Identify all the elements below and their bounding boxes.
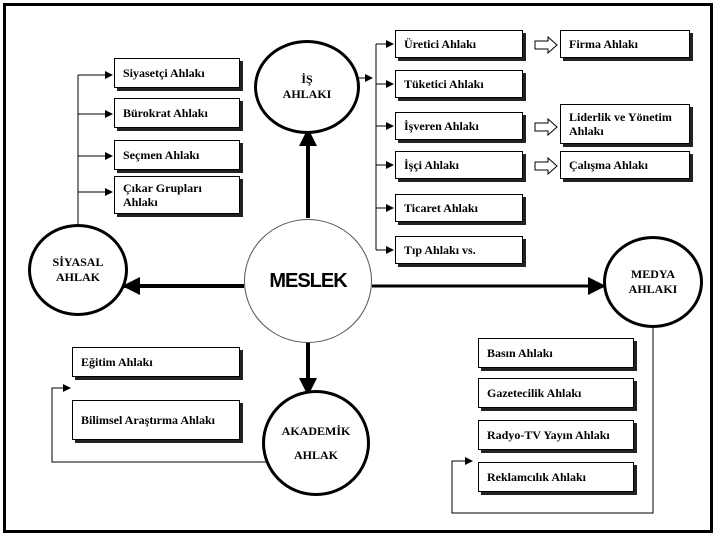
akademik-item-label: Eğitim Ahlakı bbox=[81, 355, 153, 369]
medya-item-label: Radyo-TV Yayın Ahlakı bbox=[487, 428, 610, 442]
medya-item-label: Reklamcılık Ahlakı bbox=[487, 470, 587, 484]
is-item: İşveren Ahlakı bbox=[395, 112, 523, 140]
siyasal-bracket bbox=[77, 71, 113, 228]
siyasal-item: Bürokrat Ahlakı bbox=[114, 98, 240, 128]
siyasal-item-label: Siyasetçi Ahlakı bbox=[123, 66, 205, 80]
is-bracket bbox=[356, 40, 394, 254]
siyasal-item-label: Bürokrat Ahlakı bbox=[123, 106, 208, 120]
medya-node-line2: AHLAKI bbox=[628, 282, 678, 296]
is-item-label: İşçi Ahlakı bbox=[404, 158, 460, 172]
is-item-label: Tüketici Ahlakı bbox=[404, 77, 484, 91]
is-related-label: Firma Ahlakı bbox=[569, 37, 639, 51]
is-related-item: Liderlik ve Yönetim Ahlakı bbox=[560, 104, 690, 144]
akademik-loop bbox=[51, 384, 266, 463]
akademik-item: Bilimsel Araştırma Ahlakı bbox=[72, 400, 240, 440]
medya-ahlaki-node: MEDYA AHLAKI bbox=[603, 236, 703, 328]
akademik-item-label: Bilimsel Araştırma Ahlakı bbox=[81, 413, 216, 427]
siyasal-item-label: Çıkar Grupları Ahlakı bbox=[123, 181, 202, 209]
siyasal-item-label: Seçmen Ahlakı bbox=[123, 148, 200, 162]
akademik-node-line2: AHLAK bbox=[293, 448, 338, 462]
medya-item: Reklamcılık Ahlakı bbox=[478, 462, 634, 492]
is-node-line1: İŞ bbox=[301, 72, 313, 86]
is-related-label: Çalışma Ahlakı bbox=[569, 158, 649, 172]
is-related-item: Firma Ahlakı bbox=[560, 30, 690, 58]
medya-node-line1: MEDYA bbox=[630, 267, 676, 281]
meslek-label: MESLEK bbox=[269, 269, 347, 292]
siyasal-item: Seçmen Ahlakı bbox=[114, 140, 240, 170]
is-item: Ticaret Ahlakı bbox=[395, 194, 523, 222]
is-item: Tüketici Ahlakı bbox=[395, 70, 523, 98]
siyasal-item: Çıkar Grupları Ahlakı bbox=[114, 176, 240, 214]
medya-item: Gazetecilik Ahlakı bbox=[478, 378, 634, 408]
is-item-label: Tıp Ahlakı vs. bbox=[404, 243, 476, 257]
is-item: İşçi Ahlakı bbox=[395, 151, 523, 179]
is-item-label: Ticaret Ahlakı bbox=[404, 201, 478, 215]
is-item-label: İşveren Ahlakı bbox=[404, 119, 479, 133]
akademik-node-line1: AKADEMİK bbox=[281, 424, 351, 438]
medya-item-label: Basın Ahlakı bbox=[487, 346, 553, 360]
medya-item: Basın Ahlakı bbox=[478, 338, 634, 368]
hollow-arrows bbox=[534, 35, 558, 176]
siyasal-ahlak-node: SİYASAL AHLAK bbox=[28, 224, 128, 316]
medya-item: Radyo-TV Yayın Ahlakı bbox=[478, 420, 634, 450]
akademik-item: Eğitim Ahlakı bbox=[72, 347, 240, 377]
is-related-label: Liderlik ve Yönetim Ahlakı bbox=[569, 110, 672, 138]
medya-item-label: Gazetecilik Ahlakı bbox=[487, 386, 582, 400]
is-item-label: Üretici Ahlakı bbox=[404, 37, 477, 51]
siyasal-node-line1: SİYASAL bbox=[52, 255, 104, 269]
meslek-node: MESLEK bbox=[244, 219, 372, 343]
siyasal-node-line2: AHLAK bbox=[55, 270, 100, 284]
siyasal-item: Siyasetçi Ahlakı bbox=[114, 58, 240, 88]
is-node-line2: AHLAKI bbox=[282, 87, 332, 101]
is-item: Üretici Ahlakı bbox=[395, 30, 523, 58]
is-related-item: Çalışma Ahlakı bbox=[560, 151, 690, 179]
akademik-ahlak-node: AKADEMİK AHLAK bbox=[262, 390, 370, 496]
is-item: Tıp Ahlakı vs. bbox=[395, 236, 523, 264]
is-ahlaki-node: İŞ AHLAKI bbox=[254, 40, 360, 134]
medya-loop bbox=[451, 326, 654, 514]
